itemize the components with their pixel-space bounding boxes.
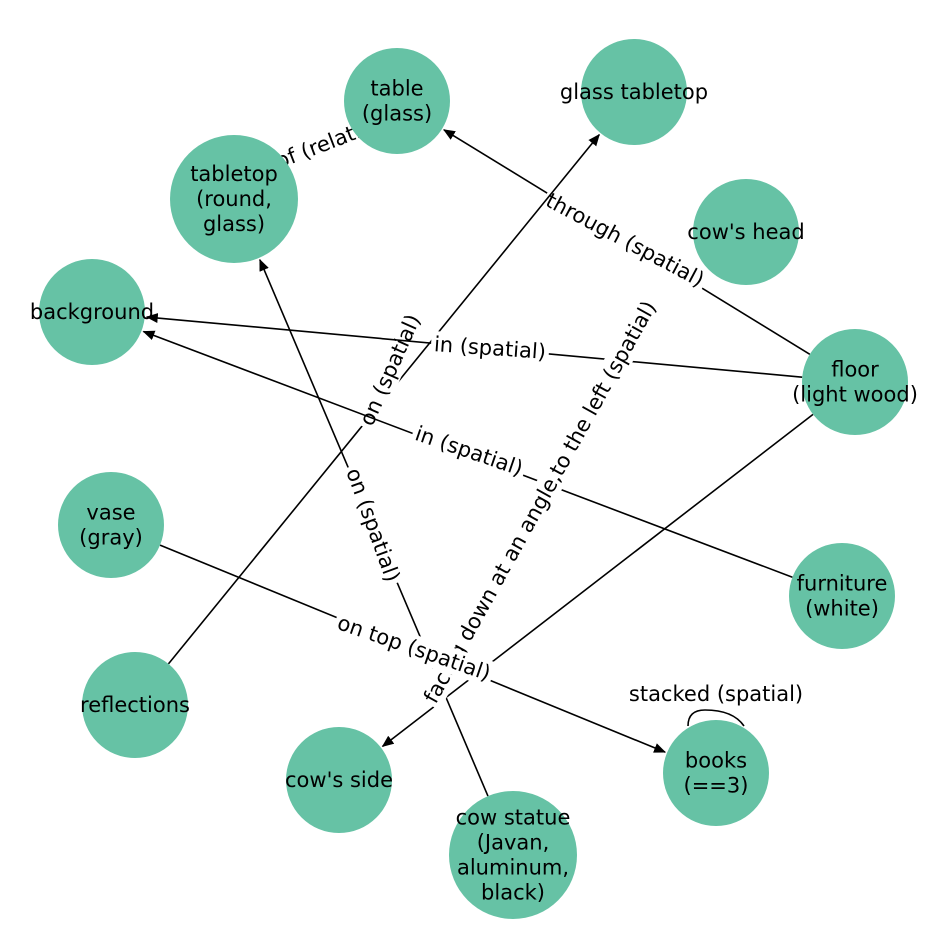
node-cows-head[interactable]: cow's head (687, 179, 805, 285)
edge-label-background (339, 461, 407, 589)
edge-line (381, 413, 814, 748)
node-label: reflections (80, 693, 190, 717)
edge-label-group: in (spatial) (430, 330, 550, 366)
node-label: (glass) (362, 102, 432, 126)
edge-label: in (spatial) (433, 332, 547, 364)
edge-furniture-to-background: in (spatial) (142, 330, 793, 578)
edge-label-background (430, 330, 550, 366)
edge-loop (687, 709, 745, 727)
node-vase[interactable]: vase(gray) (58, 472, 164, 578)
edge-label-group: on (spatial) (352, 307, 428, 433)
edge-label-background (331, 608, 497, 688)
node-label: vase (86, 501, 135, 525)
node-label: cow's head (687, 220, 804, 244)
node-label: (gray) (79, 526, 143, 550)
node-books[interactable]: books(==3) (663, 720, 769, 826)
node-circle (802, 329, 908, 435)
node-tabletop[interactable]: tabletop(round,glass) (170, 135, 298, 263)
node-label: black) (481, 881, 545, 905)
edge-label-group: through (spatial) (538, 185, 712, 295)
node-layer: table(glass) glass tabletop tabletop(round… (30, 39, 918, 919)
node-glass-tabletop[interactable]: glass tabletop (560, 39, 708, 145)
edge-label-background (625, 681, 807, 707)
node-table[interactable]: table(glass) (344, 48, 450, 154)
edge-label-group: stacked (spatial) (625, 681, 807, 707)
node-furniture[interactable]: furniture(white) (789, 543, 895, 649)
node-reflections[interactable]: reflections (80, 652, 190, 758)
node-label: (Javan, (477, 831, 550, 855)
node-label: glass) (203, 212, 265, 236)
node-label: books (685, 749, 747, 773)
node-circle (693, 179, 799, 285)
edge-books-to-books: stacked (spatial) (625, 681, 807, 727)
edge-label: on (spatial) (355, 311, 425, 430)
node-circle (581, 39, 687, 145)
node-circle (58, 472, 164, 578)
node-circle (170, 135, 298, 263)
node-label: aluminum, (457, 856, 569, 880)
edge-floor-to-cows-side: facing down at an angle,to the left (spa… (381, 293, 814, 748)
edge-label-background (408, 419, 530, 483)
node-label: table (370, 77, 423, 101)
node-label: cow's side (285, 768, 393, 792)
node-label: floor (831, 358, 879, 382)
node-label: (white) (805, 597, 879, 621)
node-circle (344, 48, 450, 154)
node-label: (light wood) (792, 383, 918, 407)
node-cows-side[interactable]: cow's side (285, 727, 393, 833)
node-label: tabletop (190, 162, 278, 186)
edge-label-background (352, 307, 428, 433)
node-circle (39, 259, 145, 365)
node-label: (round, (196, 187, 272, 211)
node-floor[interactable]: floor(light wood) (792, 329, 918, 435)
node-label: background (30, 300, 154, 324)
edge-label: through (spatial) (542, 188, 708, 292)
node-circle (449, 791, 577, 919)
node-label: (==3) (684, 774, 749, 798)
node-circle (286, 727, 392, 833)
node-background[interactable]: background (30, 259, 154, 365)
node-label: cow statue (456, 806, 571, 830)
edge-label: on (spatial) (341, 465, 404, 585)
node-cow-statue[interactable]: cow statue(Javan,aluminum,black) (449, 791, 577, 919)
node-circle (663, 720, 769, 826)
node-circle (789, 543, 895, 649)
edge-label-background (416, 293, 664, 711)
node-circle (82, 652, 188, 758)
edge-label-background (538, 185, 712, 295)
edge-floor-to-background: in (spatial) (145, 313, 803, 378)
edge-label: stacked (spatial) (629, 682, 803, 706)
edge-label-group: on (spatial) (339, 461, 407, 589)
node-label: glass tabletop (560, 80, 708, 104)
edge-label-group: in (spatial) (408, 419, 530, 483)
node-label: furniture (797, 572, 888, 596)
edge-vase-to-books: on top (spatial) (159, 544, 667, 753)
